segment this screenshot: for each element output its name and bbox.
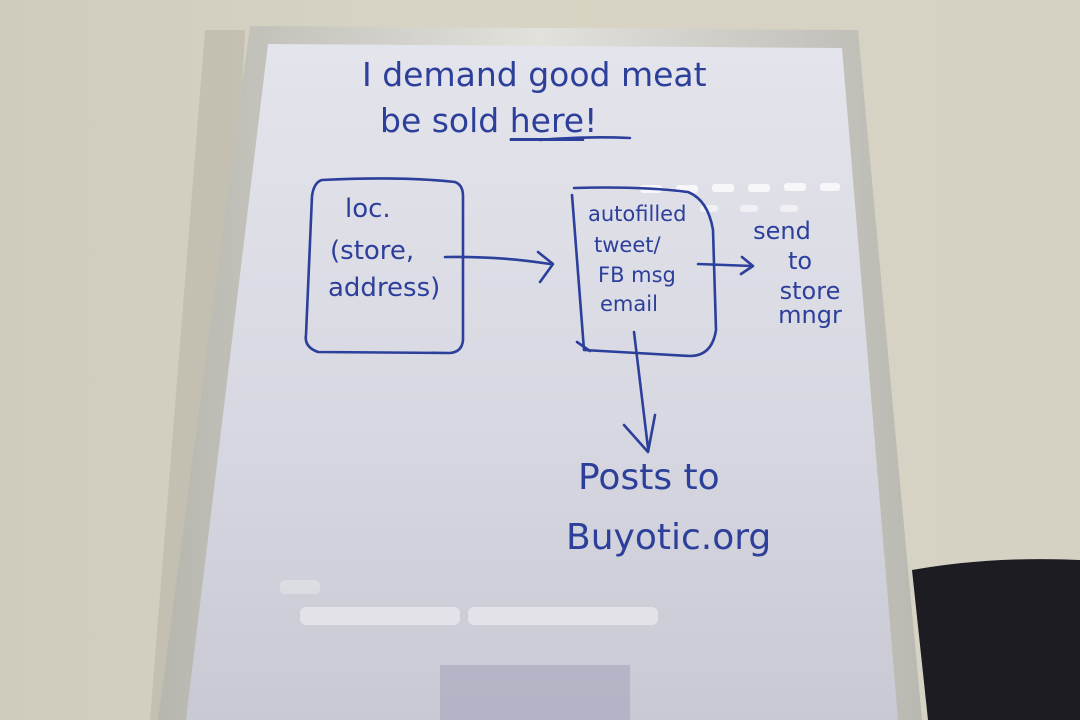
side-note-line-4: mngr (778, 301, 842, 329)
arrow-location-to-message (443, 255, 552, 266)
location-box-line-1: loc. (345, 194, 391, 224)
chair (912, 559, 1080, 720)
heading-line-2-prefix: be sold (380, 101, 510, 140)
message-box-line-4: email (600, 292, 658, 316)
message-box-outline (570, 186, 718, 358)
message-box-line-2: tweet/ (594, 233, 661, 257)
arrow-message-to-posts (632, 330, 650, 450)
board-shadow (150, 30, 245, 720)
location-box-outline (304, 177, 465, 355)
light-reflections (280, 183, 840, 625)
heading-emphasis: here (509, 101, 585, 140)
arrow-message-to-manager (696, 262, 754, 268)
heading-line-2: be sold here! (380, 104, 597, 137)
side-note-line-2: to (787, 247, 813, 275)
heading-line-1: I demand good meat (362, 55, 707, 94)
monitor-reflection (440, 665, 630, 720)
side-note-line-3: store (779, 277, 841, 305)
message-box-line-1: autofilled (588, 202, 687, 226)
bottom-note-line-2: Buyotic.org (566, 517, 772, 558)
ink-strokes (304, 136, 755, 454)
heading-line-2-suffix: ! (584, 101, 598, 140)
location-box-line-2: (store, (330, 236, 415, 266)
bottom-note-line-1: Posts to (578, 457, 720, 498)
message-box-line-3: FB msg (598, 263, 676, 287)
board-surface (186, 44, 898, 720)
location-box-line-3: address) (328, 273, 441, 303)
side-note-line-1: send (753, 217, 811, 245)
